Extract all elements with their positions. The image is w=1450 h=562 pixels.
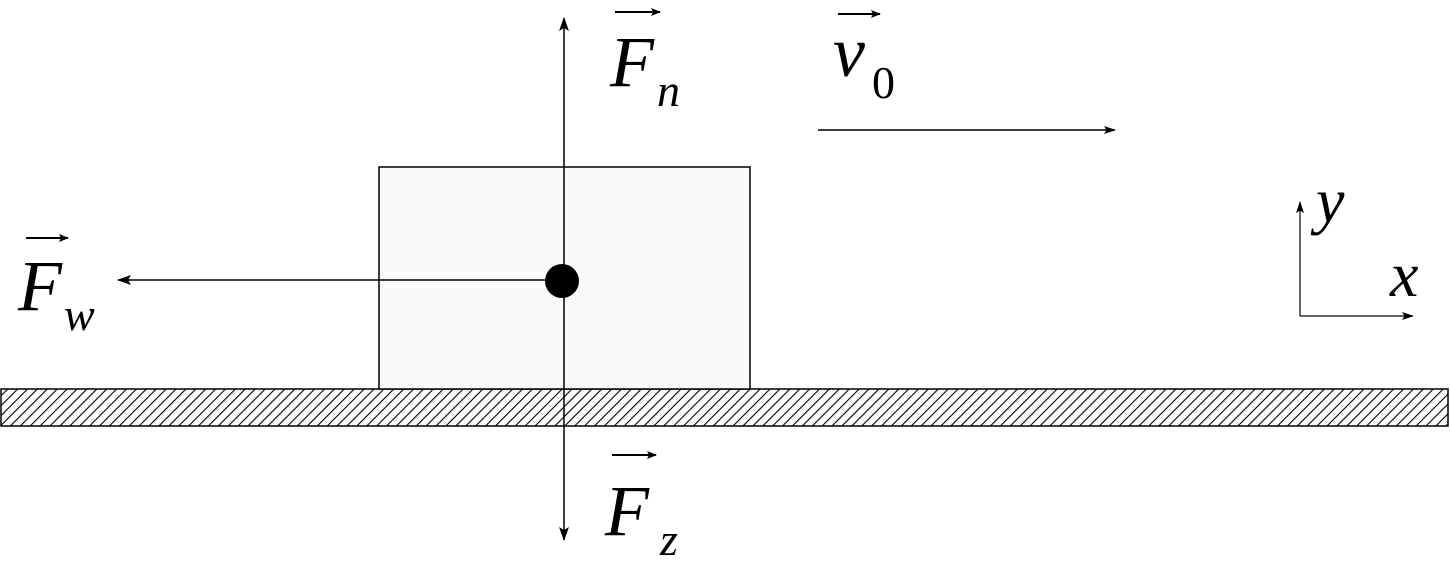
x-axis-label: x — [1389, 239, 1418, 310]
svg-text:n: n — [657, 65, 680, 116]
normal-force-label: F n — [609, 8, 680, 116]
svg-text:z: z — [659, 514, 678, 562]
center-of-mass-dot — [545, 264, 579, 298]
svg-text:F: F — [609, 22, 655, 102]
svg-text:0: 0 — [872, 57, 895, 108]
gravity-force-label: F z — [604, 451, 678, 562]
ground-surface — [0, 388, 1449, 427]
svg-text:v: v — [833, 12, 865, 92]
y-axis-label: y — [1310, 165, 1345, 236]
svg-text:F: F — [17, 246, 63, 326]
svg-text:w: w — [64, 289, 95, 340]
friction-force-label: F w — [17, 234, 95, 340]
svg-text:F: F — [604, 471, 650, 551]
velocity-label: v 0 — [833, 10, 895, 108]
